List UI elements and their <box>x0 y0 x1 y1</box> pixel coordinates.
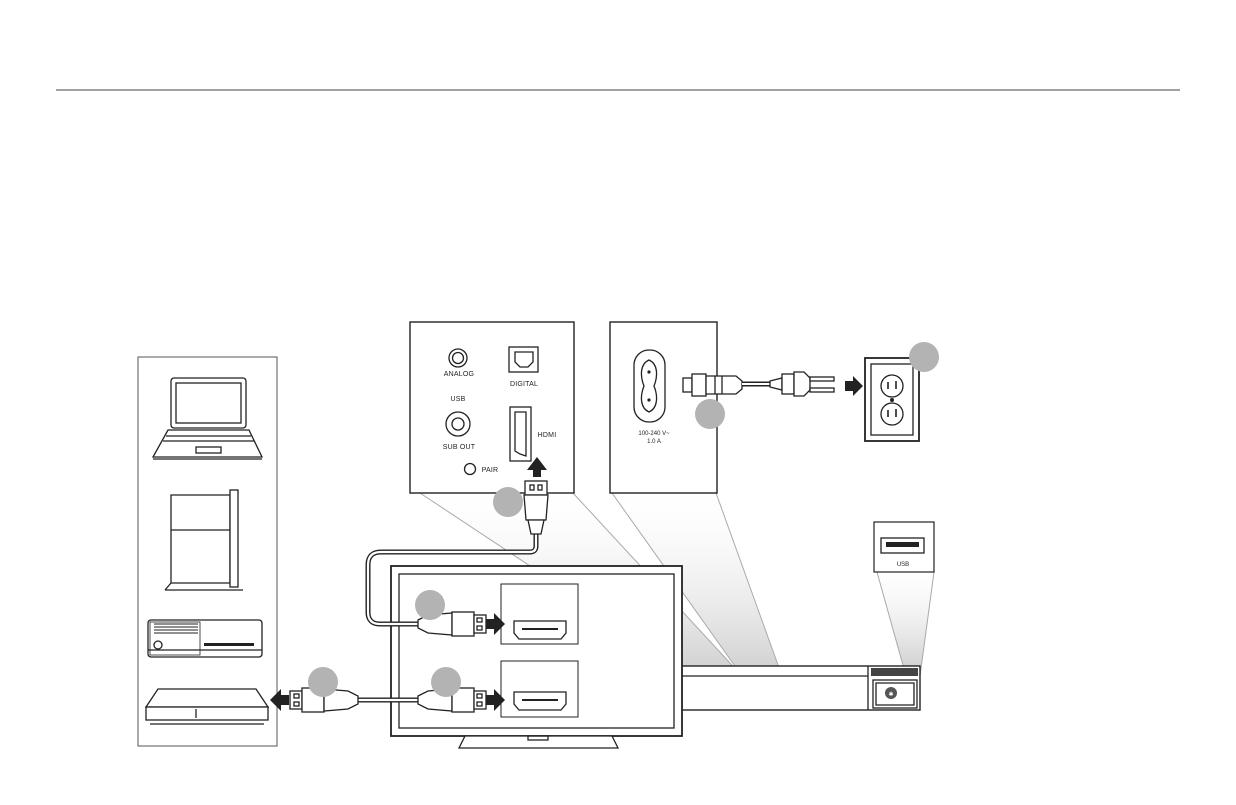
usb-label: USB <box>451 396 466 403</box>
step-badge-tv-hdmi-1 <box>415 590 445 620</box>
svg-text:✱: ✱ <box>888 691 893 698</box>
current-label: 1.0 A <box>647 439 661 445</box>
set-top-box-icon <box>146 689 268 724</box>
step-badge-source <box>308 667 338 697</box>
soundbar-icon: ✱ <box>672 666 920 710</box>
sub-out-label: SUB OUT <box>443 444 476 451</box>
game-console-tower-icon <box>165 490 243 590</box>
step-badge-tv-hdmi-2 <box>431 667 461 697</box>
analog-label: ANALOG <box>444 371 474 378</box>
wall-plug-icon <box>770 372 834 396</box>
hdmi-label: HDMI <box>538 432 557 439</box>
wall-outlet-icon <box>865 358 919 441</box>
usb-panel-beam <box>877 572 934 676</box>
step-badge-hdmi-soundbar <box>493 487 523 517</box>
step-badge-wall-outlet <box>909 342 939 372</box>
game-console-flat-icon <box>148 620 262 657</box>
usb-detail-panel: USB <box>874 522 934 572</box>
step-badge-power-cord <box>695 399 725 429</box>
voltage-label: 100-240 V~ <box>638 431 670 437</box>
pair-label: PAIR <box>482 467 499 474</box>
source-devices-panel <box>138 357 277 746</box>
arrow-right-icon <box>845 376 863 396</box>
digital-label: DIGITAL <box>510 381 538 388</box>
soundbar-input-panel: ANALOG DIGITAL USB SUB OUT HDMI PAIR <box>410 322 574 493</box>
power-plug-icon <box>683 374 742 396</box>
usb-detail-label: USB <box>897 562 909 568</box>
